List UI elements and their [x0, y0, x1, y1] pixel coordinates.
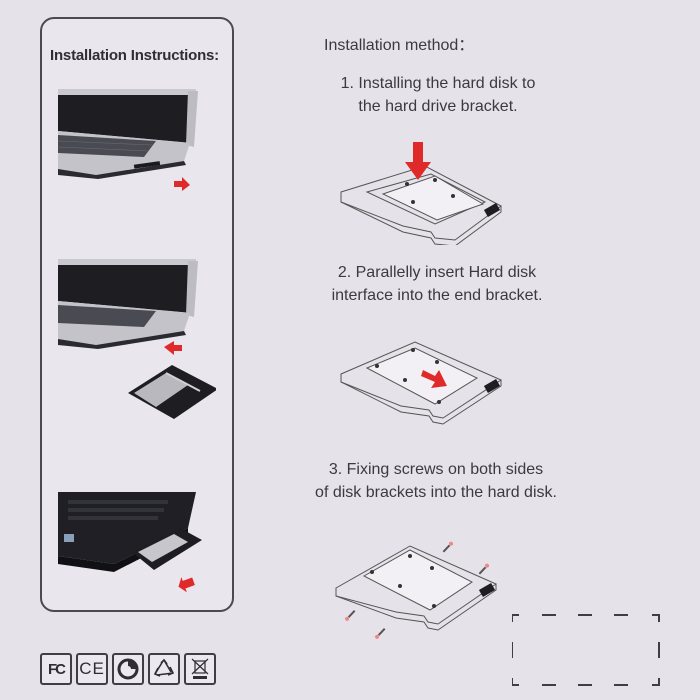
ce-icon: CE [76, 653, 108, 685]
arrow-down-icon [405, 142, 431, 180]
panel-title: Installation Instructions: [50, 47, 219, 64]
stamp-placeholder-box [512, 614, 660, 686]
arrow-right-icon [421, 370, 447, 388]
step-3-line2: of disk brackets into the hard disk. [315, 484, 557, 501]
step-1-line2: the hard drive bracket. [358, 98, 518, 115]
green-dot-icon [112, 653, 144, 685]
step-2-line2: interface into the end bracket. [331, 287, 543, 304]
step-1-line1: 1. Installing the hard disk to [340, 75, 536, 92]
bracket-diagram-3 [335, 541, 498, 639]
step-1: 1. Installing the hard disk to the hard … [318, 72, 558, 118]
method-heading: Installation method： [324, 37, 475, 54]
fcc-icon: FC [40, 653, 72, 685]
step-2-line1: 2. Parallelly insert Hard disk [337, 264, 537, 281]
bracket-diagram-1 [340, 142, 502, 245]
weee-bin-icon [184, 653, 216, 685]
step-3-line1: 3. Fixing screws on both sides [328, 461, 544, 478]
instructions-panel: Installation Instructions: [40, 17, 234, 612]
arrow-icon [164, 341, 182, 355]
certification-icons: FC CE [40, 653, 216, 685]
arrow-icon [178, 577, 195, 593]
recycle-icon [148, 653, 180, 685]
step-3: 3. Fixing screws on both sides of disk b… [296, 458, 576, 504]
arrow-icon [174, 177, 190, 191]
laptop-photo-2 [58, 259, 216, 419]
screw-icons [345, 541, 490, 639]
step-2: 2. Parallelly insert Hard disk interface… [312, 261, 562, 307]
laptop-photo-1 [57, 89, 198, 191]
laptop-photo-3 [58, 492, 202, 593]
bracket-diagram-2 [340, 341, 503, 425]
